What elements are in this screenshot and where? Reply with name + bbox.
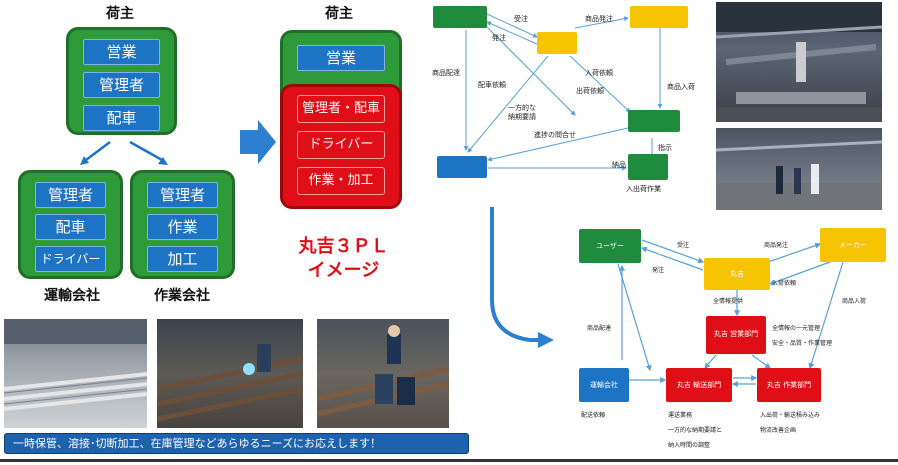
left-shipper-box: 営業 管理者 配車: [66, 27, 177, 135]
3pl-caption-line1: 丸吉３ＰＬ: [298, 236, 389, 257]
services-banner-text: 一時保管、溶接･切断加工、在庫管理などあらゆるニーズにお応えします！: [13, 437, 381, 450]
marukichi-box: 管理者・配車 ドライバー 作業・加工: [280, 84, 402, 209]
bottom-flow-label-receiving-request: 入荷依頼: [772, 280, 797, 287]
left-shipper-item-sales: 営業: [83, 39, 160, 65]
bottom-flow-label-dispatch-request: 配送依頼: [581, 412, 606, 419]
top-flow-maker: [630, 6, 688, 28]
bottom-flow-label-unilateral-deadline: 一方的な納期要請と: [668, 427, 723, 434]
bottom-flow-work-dept: 丸吉 作業部門: [757, 368, 821, 402]
work-item-processing: 加工: [147, 246, 218, 272]
bottom-flow-label-transport-work: 運送業務: [668, 412, 693, 419]
top-flow-label-dispatch-request: 配車依頼: [478, 81, 506, 89]
work-item-work: 作業: [147, 214, 218, 240]
top-flow-label-delivery: 商品配達: [432, 69, 460, 77]
top-flow-label-shipping-request: 出荷依頼: [576, 87, 604, 95]
bottom-flow-label-order-received: 受注: [677, 242, 690, 249]
transport-item-manager: 管理者: [35, 182, 106, 208]
top-flow-label-loading-work: 入出荷作業: [626, 185, 661, 193]
bottom-flow-label-central-management: 全情報の一元管理: [772, 325, 821, 332]
bottom-flow-transport: 運輸会社: [579, 368, 629, 402]
transport-company-box: 管理者 配車 ドライバー: [18, 170, 123, 279]
top-flow-label-delivered: 納品: [612, 161, 626, 169]
bottom-flow-label-quality-management: 安全・品質・作業管理: [772, 340, 833, 347]
marukichi-item-manager-dispatch: 管理者・配車: [297, 95, 385, 123]
transport-item-dispatch: 配車: [35, 214, 106, 240]
transition-arrow: [240, 120, 276, 164]
work-item-manager: 管理者: [147, 182, 218, 208]
bottom-flow-label-info-provision: 全情報提供: [713, 298, 744, 305]
top-flow-label-receiving-request: 入荷依頼: [585, 69, 613, 77]
top-flow-warehouse: [628, 154, 668, 180]
services-banner: 一時保管、溶接･切断加工、在庫管理などあらゆるニーズにお応えします！: [4, 433, 469, 454]
steel-pipes-photo: [4, 319, 147, 428]
top-flow-label-deadline: 納期要請: [508, 113, 536, 121]
top-flow-label-order-placed: 発注: [492, 34, 506, 42]
work-company-box: 管理者 作業 加工: [130, 170, 235, 279]
left-split-arrows: [80, 140, 168, 165]
bottom-flow-user: ユーザー: [579, 229, 641, 263]
welding-photo: [157, 319, 303, 428]
cutting-work-photo: [317, 319, 449, 428]
bottom-flow-label-delivery: 商品配達: [587, 325, 612, 332]
middle-sales-item: 営業: [297, 45, 385, 71]
transport-company-label: 運輸会社: [44, 288, 100, 304]
bottom-flow-label-product-order: 商品発注: [764, 242, 789, 249]
top-flow-label-receiving: 商品入荷: [667, 83, 695, 91]
warehouse-workers-photo: [716, 128, 882, 210]
marukichi-item-driver: ドライバー: [297, 131, 385, 159]
bottom-flow-label-logistics-improvement: 物流改善企画: [760, 427, 797, 434]
top-flow-label-order-received: 受注: [514, 15, 528, 23]
marukichi-item-work-processing: 作業・加工: [297, 167, 385, 195]
top-flow-work-company: [628, 110, 680, 132]
top-flow-label-product-order: 商品発注: [585, 15, 613, 23]
bottom-flow-label-time-adjustment: 納入時間の調整: [668, 442, 711, 449]
bottom-flow-label-loading-shipping: 入出荷・輸送積み込み: [760, 412, 821, 419]
bottom-flow-sales-dept: 丸吉 営業部門: [706, 316, 766, 354]
top-flow-label-unilateral: 一方的な: [508, 104, 536, 112]
top-flow-user: [433, 6, 487, 28]
bottom-flow-transport-dept: 丸吉 輸送部門: [666, 368, 732, 402]
top-flow-label-instruction: 指示: [658, 144, 672, 152]
top-flow-marukichi: [537, 32, 577, 54]
bottom-flow-maker: メーカー: [820, 228, 886, 262]
bottom-flow-marukichi: 丸吉: [704, 258, 770, 290]
warehouse-crane-photo: [716, 2, 882, 122]
left-shipper-item-dispatch: 配車: [83, 105, 160, 131]
bottom-flow-label-receiving: 商品入荷: [842, 298, 867, 305]
flow-transition-arrow: [490, 207, 554, 348]
top-flow-label-progress-inquiry: 進捗の問合せ: [534, 131, 576, 139]
left-shipper-item-manager: 管理者: [83, 72, 160, 98]
bottom-divider: [0, 459, 898, 462]
3pl-caption-line2: イメージ: [307, 260, 380, 281]
middle-shipper-title: 荷主: [325, 6, 353, 22]
work-company-label: 作業会社: [154, 288, 210, 304]
bottom-flow-label-order-placed: 発注: [652, 267, 665, 274]
left-shipper-title: 荷主: [106, 6, 134, 22]
top-flow-transport: [437, 156, 487, 178]
transport-item-driver: ドライバー: [35, 246, 106, 272]
